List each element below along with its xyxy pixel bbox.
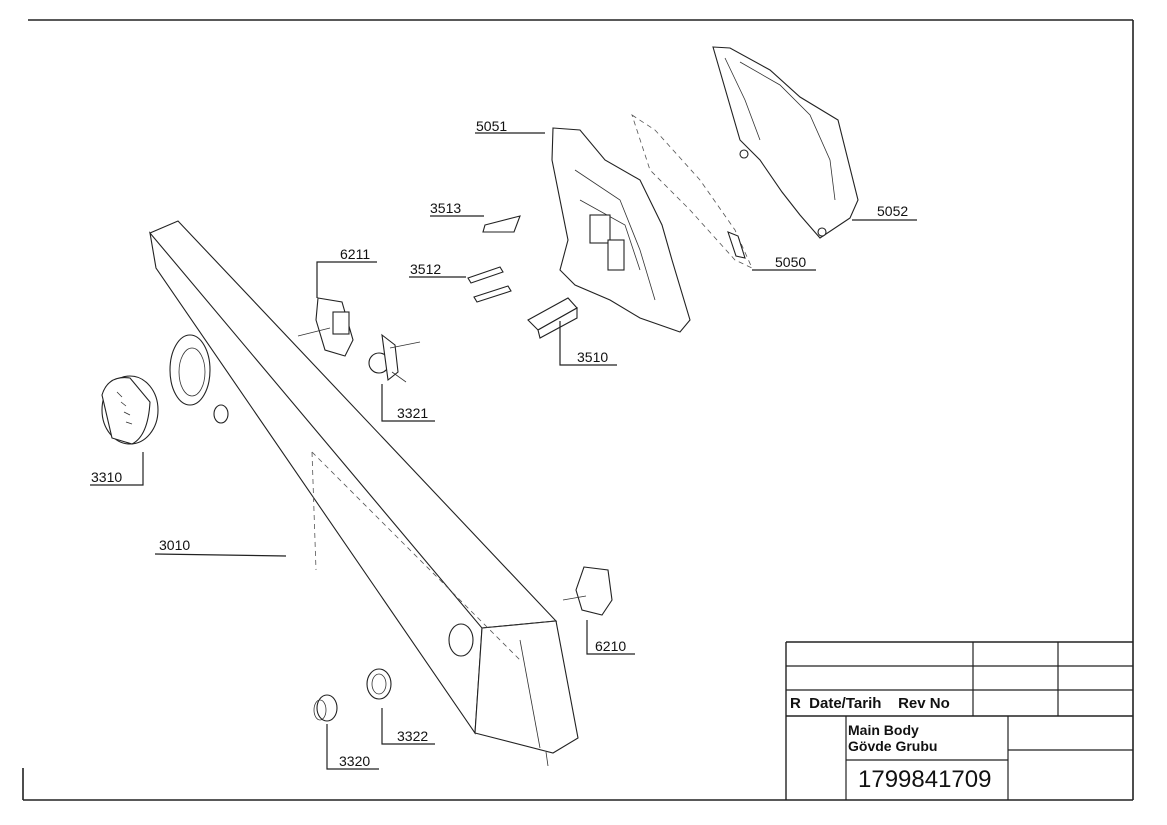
cover-5052 [712, 46, 859, 239]
circuit-board-5050 [631, 114, 753, 269]
leader-lines [90, 132, 917, 770]
connector-3510 [527, 297, 578, 339]
callout-6210: 6210 [595, 638, 626, 654]
callout-3322: 3322 [397, 728, 428, 744]
title-english: Main Body [848, 722, 919, 738]
control-knob [101, 375, 159, 445]
revision-header: R Date/Tarih Rev No [790, 695, 950, 712]
callout-3010: 3010 [159, 537, 190, 553]
callout-6211: 6211 [340, 246, 370, 262]
bracket-5051 [551, 127, 691, 333]
pins-3512 [467, 266, 512, 303]
callout-5052: 5052 [877, 203, 908, 219]
main-body-panel [149, 220, 579, 767]
ring-3322 [366, 668, 392, 700]
title-turkish: Gövde Grubu [848, 738, 937, 754]
callout-3512: 3512 [410, 261, 441, 277]
switch-6211 [297, 297, 354, 357]
switch-6210 [562, 566, 613, 616]
callout-3321: 3321 [397, 405, 428, 421]
title-block [785, 641, 1133, 800]
callout-3320: 3320 [339, 753, 370, 769]
callout-3310: 3310 [91, 469, 122, 485]
clip-3513 [482, 215, 521, 233]
callout-3510: 3510 [577, 349, 608, 365]
callout-5051: 5051 [476, 118, 507, 134]
drawing-frame [22, 19, 1134, 801]
switch-3321 [368, 333, 421, 383]
ring-3320 [313, 694, 338, 722]
callout-5050: 5050 [775, 254, 806, 270]
drawing-number: 1799841709 [858, 766, 991, 793]
callout-3513: 3513 [430, 200, 461, 216]
